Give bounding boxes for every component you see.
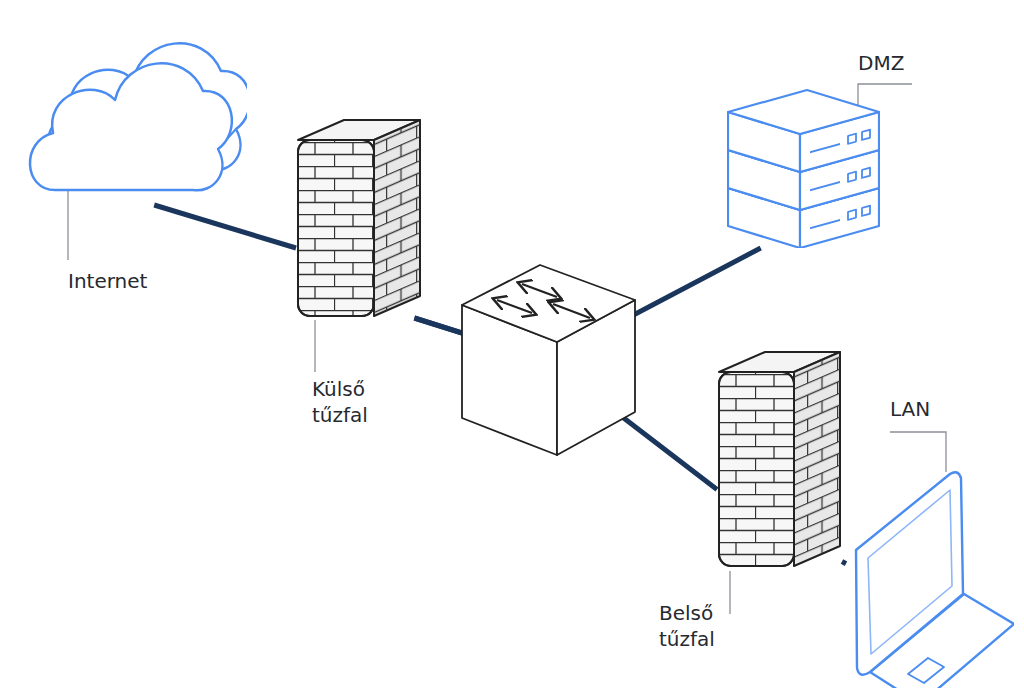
cloud-front xyxy=(30,63,232,190)
firewall-front xyxy=(719,372,794,566)
leader-line xyxy=(890,432,946,472)
laptop-display xyxy=(868,490,952,654)
switch-arrow xyxy=(553,304,590,318)
firewall-front-bricks xyxy=(719,372,794,566)
firewall-side-bricks xyxy=(374,120,420,316)
firewall-icon xyxy=(296,118,422,318)
firewall-node: Belső tűzfal xyxy=(717,350,842,568)
firewall-front-bricks xyxy=(298,140,374,316)
network-switch xyxy=(462,265,635,455)
switch-arrows xyxy=(497,284,590,318)
leader-line xyxy=(858,84,912,106)
node-label: LAN xyxy=(890,396,930,422)
firewall-front xyxy=(298,140,374,316)
laptop-touchpad xyxy=(908,658,944,683)
server-node: DMZ xyxy=(727,88,880,248)
firewall-side xyxy=(794,352,840,566)
server-top-face xyxy=(728,90,879,134)
laptop-icon xyxy=(846,466,1014,688)
leader-line xyxy=(67,184,68,260)
node-label: Belső tűzfal xyxy=(659,600,715,652)
switch-arrow xyxy=(522,284,557,297)
server-details xyxy=(810,206,870,231)
node-label: Külső tűzfal xyxy=(312,376,368,428)
node-label: DMZ xyxy=(858,50,904,76)
leader-line xyxy=(314,320,315,372)
firewall-side-bricks xyxy=(794,352,840,566)
firewall-side xyxy=(374,120,420,316)
leader-line xyxy=(729,571,730,614)
network-link xyxy=(842,562,846,564)
firewall-icon xyxy=(717,350,842,568)
server-stack-icon xyxy=(727,88,880,248)
laptop-screen xyxy=(856,472,963,675)
firewall-node: Külső tűzfal xyxy=(296,118,422,318)
switch-top-face xyxy=(462,265,635,342)
switch-arrow xyxy=(497,300,532,313)
network-link xyxy=(154,205,296,248)
cloud-node: Internet xyxy=(15,15,247,205)
cloud-icon xyxy=(15,15,247,205)
server-details xyxy=(810,168,870,193)
server-details xyxy=(810,130,870,155)
node-label: Internet xyxy=(68,268,147,294)
server-unit xyxy=(728,90,879,172)
laptop-node: LAN xyxy=(846,466,1014,688)
